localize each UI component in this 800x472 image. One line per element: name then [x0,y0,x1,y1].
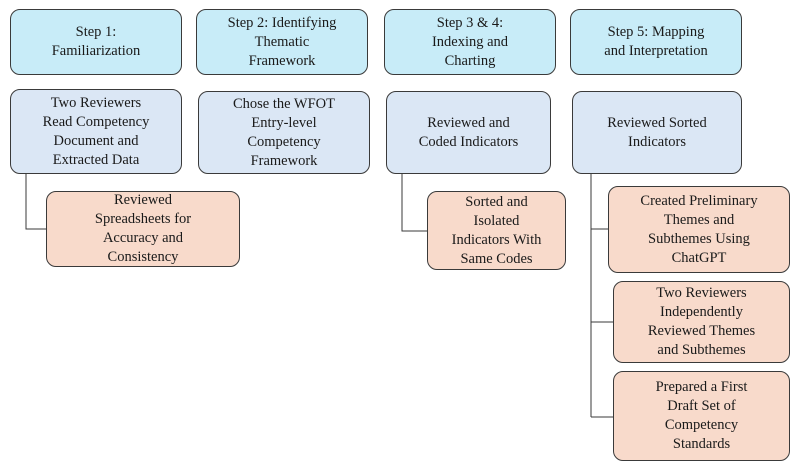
step5-subtask-3: Prepared a First Draft Set of Competency… [613,371,790,461]
step3-4-header: Step 3 & 4: Indexing and Charting [384,9,556,75]
step2-header: Step 2: Identifying Thematic Framework [196,9,368,75]
step1-header: Step 1: Familiarization [10,9,182,75]
connector-step1-sub1 [25,174,46,230]
connector-step34-sub1 [401,174,427,232]
step1-subtask-1: Reviewed Spreadsheets for Accuracy and C… [46,191,240,267]
step5-subtask-1: Created Preliminary Themes and Subthemes… [608,186,790,273]
step2-main-task: Chose the WFOT Entry-level Competency Fr… [198,91,370,174]
step5-subtask-2: Two Reviewers Independently Reviewed The… [613,281,790,363]
step1-main-task: Two Reviewers Read Competency Document a… [10,89,182,174]
step3-4-subtask-1: Sorted and Isolated Indicators With Same… [427,191,566,270]
step5-main-task: Reviewed Sorted Indicators [572,91,742,174]
step5-header: Step 5: Mapping and Interpretation [570,9,742,75]
step3-4-main-task: Reviewed and Coded Indicators [386,91,551,174]
